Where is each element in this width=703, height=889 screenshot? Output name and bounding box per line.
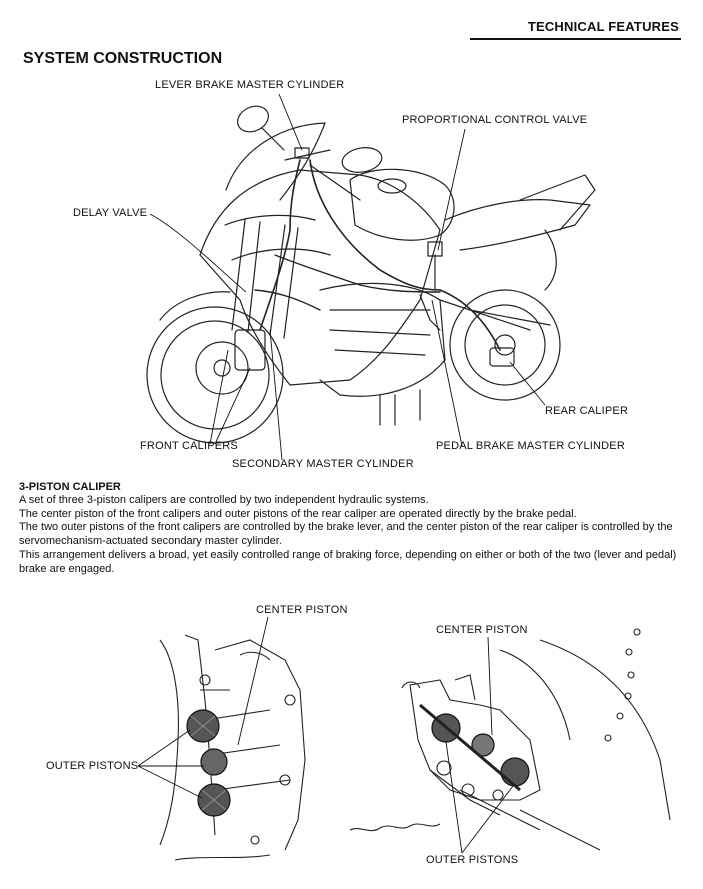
caliper-paragraph: This arrangement delivers a broad, yet e… — [19, 549, 677, 575]
header-section-title: TECHNICAL FEATURES — [527, 19, 679, 34]
label-delay-valve: DELAY VALVE — [73, 207, 148, 219]
section-title: SYSTEM CONSTRUCTION — [23, 50, 223, 67]
motorcycle-brake-system-illustration — [146, 93, 596, 461]
caliper-section-heading: 3-PISTON CALIPER — [19, 481, 121, 493]
front-detail-outer-pistons-label: OUTER PISTONS — [46, 760, 139, 772]
rear-detail-outer-pistons-label: OUTER PISTONS — [426, 854, 519, 866]
label-secondary-master-cylinder: SECONDARY MASTER CYLINDER — [232, 458, 414, 470]
rear-detail-center-piston-label: CENTER PISTON — [436, 624, 528, 636]
label-proportional-control-valve: PROPORTIONAL CONTROL VALVE — [402, 114, 588, 126]
caliper-paragraph: The two outer pistons of the front calip… — [19, 521, 673, 547]
label-pedal-brake-master-cylinder: PEDAL BRAKE MASTER CYLINDER — [436, 440, 625, 452]
caliper-paragraph: The center piston of the front calipers … — [19, 508, 577, 520]
caliper-paragraph: A set of three 3-piston calipers are con… — [19, 494, 429, 506]
label-lever-brake-master-cylinder: LEVER BRAKE MASTER CYLINDER — [155, 79, 345, 91]
header-rule — [470, 38, 681, 40]
front-detail-center-piston-label: CENTER PISTON — [256, 604, 348, 616]
label-front-calipers: FRONT CALIPERS — [140, 440, 238, 452]
label-rear-caliper: REAR CALIPER — [545, 405, 629, 417]
